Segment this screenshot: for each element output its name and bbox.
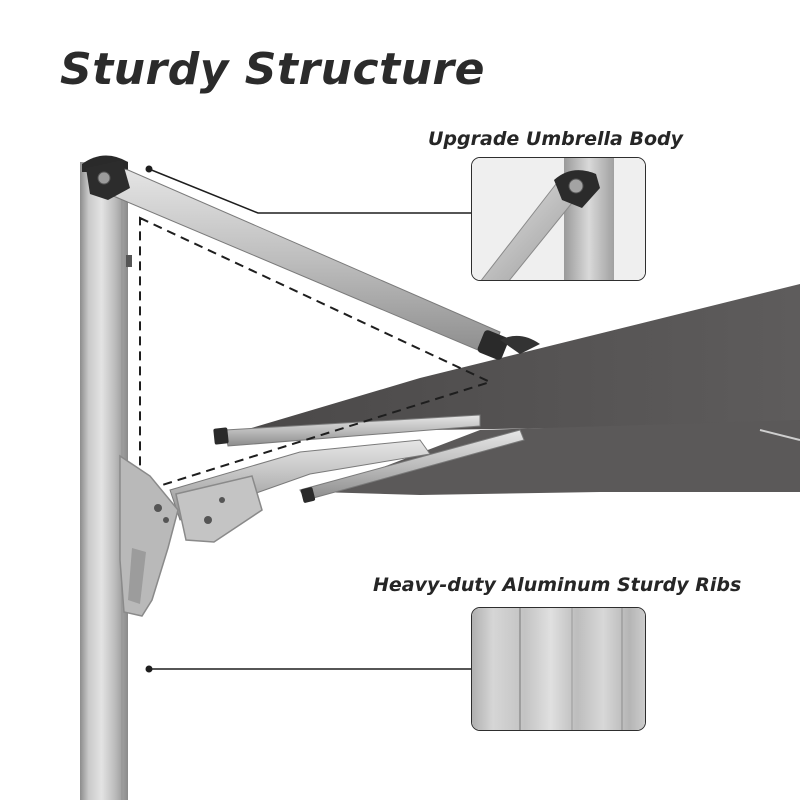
page-title: Sturdy Structure bbox=[60, 44, 485, 95]
upper-arm bbox=[99, 165, 501, 357]
umbrella-body-detail-image bbox=[471, 157, 646, 281]
canopy-lower bbox=[318, 420, 800, 495]
canopy-upper bbox=[238, 284, 800, 440]
callout-label-ribs: Heavy-duty Aluminum Sturdy Ribs bbox=[373, 574, 742, 596]
aluminum-ribs-detail-image bbox=[471, 607, 646, 731]
callout-line-body bbox=[148, 168, 471, 214]
callout-label-body: Upgrade Umbrella Body bbox=[428, 128, 683, 150]
dashed-triangle-guide bbox=[139, 216, 493, 494]
tilt-hinge bbox=[175, 475, 263, 543]
